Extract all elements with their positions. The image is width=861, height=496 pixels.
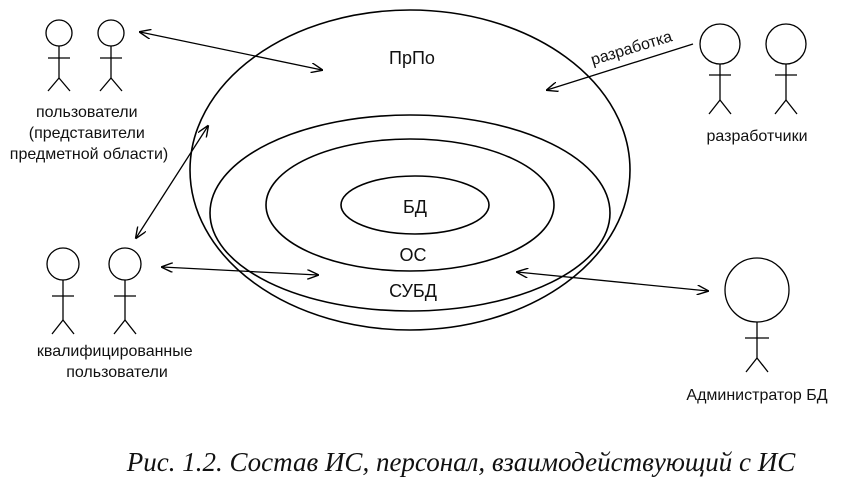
label-db: БД [403,197,427,217]
os-ellipse [265,138,555,272]
label-developers: разработчики [707,128,808,145]
actor-db-admin [724,257,790,373]
arrow-users-prpo [140,32,322,70]
label-prpo: ПрПо [389,48,435,68]
arrow-developers-prpo [547,43,694,90]
label-dbms: СУБД [389,281,437,301]
label-os: ОС [400,245,427,265]
actor-user-2 [97,19,125,92]
dbms-ellipse [209,114,611,312]
figure-caption: Рис. 1.2. Состав ИС, персонал, взаимодей… [126,447,797,477]
actor-developer-1 [699,23,741,115]
arrow-qualified-dbms [162,267,318,275]
arrow-users-qualified [136,126,208,238]
actor-qualified-user-1 [46,247,80,335]
arrow-dbms-admin [517,272,708,291]
label-qualified-users: квалифицированные пользователи [37,343,197,381]
actor-user-1 [45,19,73,92]
label-users: пользователи (представители предметной о… [10,104,168,163]
db-ellipse [340,175,490,235]
actor-developer-2 [765,23,807,115]
actor-qualified-user-2 [108,247,142,335]
label-db-admin: Администратор БД [686,387,827,404]
